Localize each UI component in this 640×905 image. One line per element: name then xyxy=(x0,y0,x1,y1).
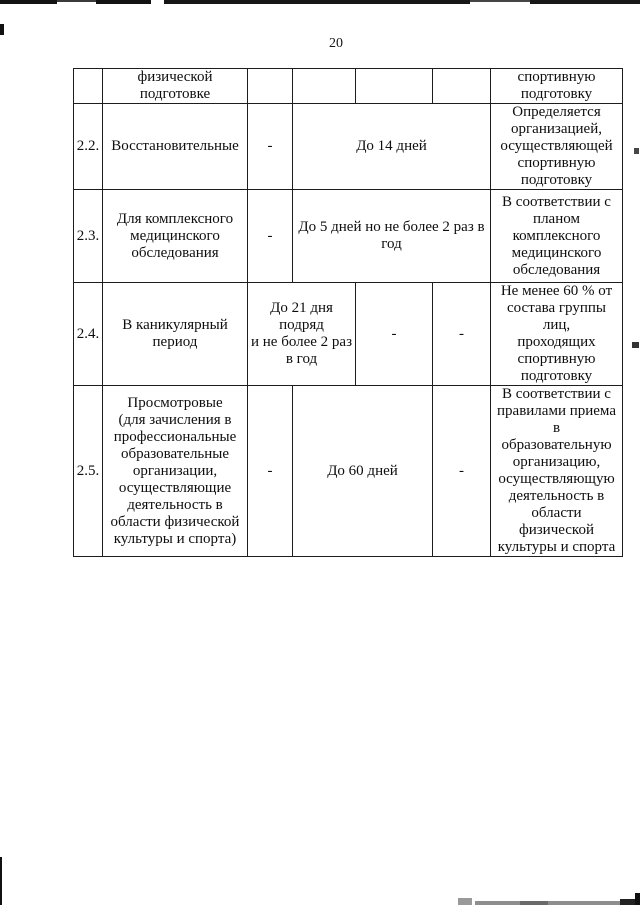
table-row-continued: физической подготовке спортивную подгото… xyxy=(73,68,623,104)
cell-2-4-participants: Не менее 60 % от состава группы лиц, про… xyxy=(490,282,623,386)
cell-2-4-stage-a: - xyxy=(355,282,433,386)
scan-artifact-bottom-bar xyxy=(620,899,640,905)
cell-2-5-stage-b: - xyxy=(432,385,491,557)
cell-cont-stage-3 xyxy=(355,68,433,104)
cell-cont-stage-2 xyxy=(292,68,356,104)
table-row-2-4: 2.4. В каникулярный период До 21 дня под… xyxy=(73,282,623,386)
scan-artifact-bottom-bar xyxy=(458,898,472,905)
page-number: 20 xyxy=(329,36,343,51)
scan-artifact-top-bar xyxy=(530,0,640,4)
scan-artifact-top-bar xyxy=(470,0,530,2)
cell-2-4-stage-b: - xyxy=(432,282,491,386)
table-row-2-5: 2.5. Просмотровые (для зачисления в проф… xyxy=(73,385,623,557)
cell-2-3-duration: До 5 дней но не более 2 раз в год xyxy=(292,189,491,283)
table-row-2-2: 2.2. Восстановительные - До 14 дней Опре… xyxy=(73,103,623,190)
table-row-2-3: 2.3. Для комплексного медицинского обсле… xyxy=(73,189,623,283)
training-camps-table: физической подготовке спортивную подгото… xyxy=(73,68,623,557)
cell-2-3-stage-np: - xyxy=(247,189,293,283)
cell-cont-stage-4 xyxy=(432,68,491,104)
scan-artifact-bottom-bar xyxy=(635,893,640,905)
cell-cont-stage-1 xyxy=(247,68,293,104)
scan-artifact-right-speck xyxy=(634,148,639,154)
cell-2-5-duration: До 60 дней xyxy=(292,385,433,557)
scan-artifact-left-edge-line xyxy=(0,857,2,905)
cell-2-2-participants: Определяется организацией, осуществляюще… xyxy=(490,103,623,190)
cell-2-5-num: 2.5. xyxy=(73,385,103,557)
cell-2-2-num: 2.2. xyxy=(73,103,103,190)
scan-artifact-top-bar xyxy=(57,0,96,2)
scan-artifact-top-bar xyxy=(164,0,470,4)
cell-2-4-num: 2.4. xyxy=(73,282,103,386)
cell-2-3-num: 2.3. xyxy=(73,189,103,283)
scan-artifact-top-bar xyxy=(0,0,57,4)
cell-cont-camp-type: физической подготовке xyxy=(102,68,248,104)
cell-2-2-stage-np: - xyxy=(247,103,293,190)
scan-artifact-left-tick xyxy=(0,24,4,35)
cell-2-4-duration: До 21 дня подряд и не более 2 раз в год xyxy=(247,282,356,386)
cell-2-3-camp-type: Для комплексного медицинского обследован… xyxy=(102,189,248,283)
scan-artifact-top-bar xyxy=(96,0,151,4)
cell-2-5-participants: В соответствии с правилами приема в обра… xyxy=(490,385,623,557)
cell-cont-participants: спортивную подготовку xyxy=(490,68,623,104)
cell-2-2-camp-type: Восстановительные xyxy=(102,103,248,190)
cell-2-2-duration: До 14 дней xyxy=(292,103,491,190)
cell-2-3-participants: В соответствии с планом комплексного мед… xyxy=(490,189,623,283)
scan-artifact-right-speck xyxy=(632,342,639,348)
cell-2-5-stage-np: - xyxy=(247,385,293,557)
cell-cont-num xyxy=(73,68,103,104)
cell-2-5-camp-type: Просмотровые (для зачисления в профессио… xyxy=(102,385,248,557)
cell-2-4-camp-type: В каникулярный период xyxy=(102,282,248,386)
scan-artifact-bottom-bar xyxy=(520,901,548,905)
